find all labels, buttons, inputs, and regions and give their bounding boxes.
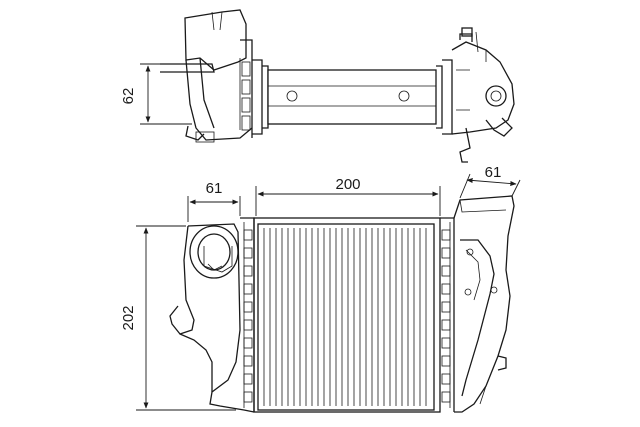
dim-61-left: 61 [187,180,241,222]
front-view-right-tank [440,195,515,413]
top-view-core [252,59,453,135]
front-view-core [253,217,441,413]
dim-202-label: 202 [120,305,137,330]
front-view: 61 200 61 202 [120,164,521,413]
top-view: 62 [120,9,515,163]
dim-62: 62 [120,63,192,125]
core-fins [263,228,427,406]
dim-200: 200 [255,176,441,216]
dim-61-left-label: 61 [206,180,223,197]
top-view-left-tank [160,9,253,143]
dim-61-right: 61 [459,164,521,199]
dim-200-label: 200 [335,176,360,193]
dim-62-label: 62 [120,88,137,105]
top-view-right-tank [451,27,515,163]
dim-202: 202 [120,225,236,411]
front-view-left-tank [169,217,255,413]
dim-61-right-label: 61 [485,164,502,181]
